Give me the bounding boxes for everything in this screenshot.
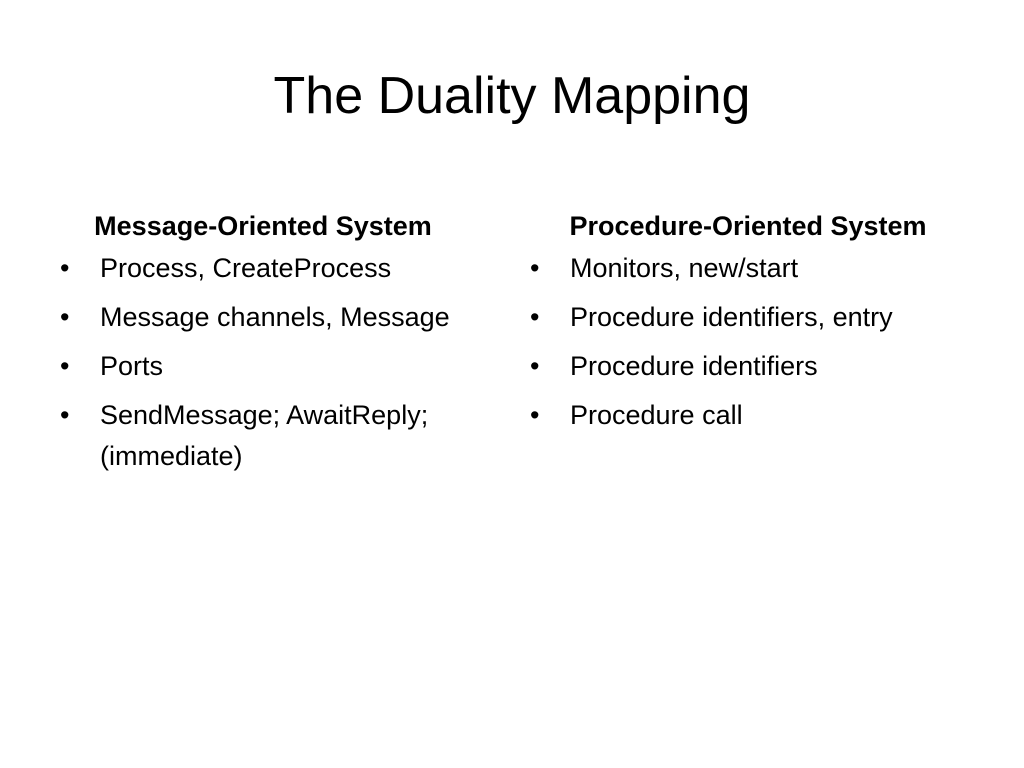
list-item: • Procedure call (526, 395, 996, 436)
bullet-icon: • (60, 302, 70, 332)
list-item: • Monitors, new/start (526, 248, 996, 289)
procedure-oriented-column: Procedure-Oriented System • Monitors, ne… (526, 208, 996, 444)
list-item: • Process, CreateProcess (56, 248, 506, 289)
list-item: • Message channels, Message (56, 297, 506, 338)
bullet-icon: • (530, 400, 540, 430)
bullet-icon: • (530, 253, 540, 283)
bullet-icon: • (60, 253, 70, 283)
list-item-text: Process, CreateProcess (100, 253, 392, 283)
list-item-text: Procedure identifiers, entry (570, 302, 893, 332)
list-item-text: Procedure call (570, 400, 743, 430)
procedure-oriented-heading: Procedure-Oriented System (569, 211, 927, 241)
bullet-icon: • (60, 400, 70, 430)
list-item: • SendMessage; AwaitReply; (immediate) (56, 395, 506, 477)
bullet-icon: • (60, 351, 70, 381)
list-item-text: Message channels, Message (100, 302, 450, 332)
list-item-text: Monitors, new/start (570, 253, 799, 283)
list-item-text: Ports (100, 351, 164, 381)
list-item-text: SendMessage; AwaitReply; (immediate) (100, 400, 429, 471)
list-item: • Procedure identifiers, entry (526, 297, 996, 338)
bullet-icon: • (530, 302, 540, 332)
message-oriented-list: • Process, CreateProcess • Message chann… (56, 248, 506, 477)
procedure-oriented-list: • Monitors, new/start • Procedure identi… (526, 248, 996, 436)
list-item: • Procedure identifiers (526, 346, 996, 387)
bullet-icon: • (530, 351, 540, 381)
list-item: • Ports (56, 346, 506, 387)
list-item-text: Procedure identifiers (570, 351, 818, 381)
message-oriented-column: Message-Oriented System • Process, Creat… (56, 208, 506, 485)
slide-title: The Duality Mapping (273, 67, 751, 125)
message-oriented-heading: Message-Oriented System (94, 211, 432, 241)
